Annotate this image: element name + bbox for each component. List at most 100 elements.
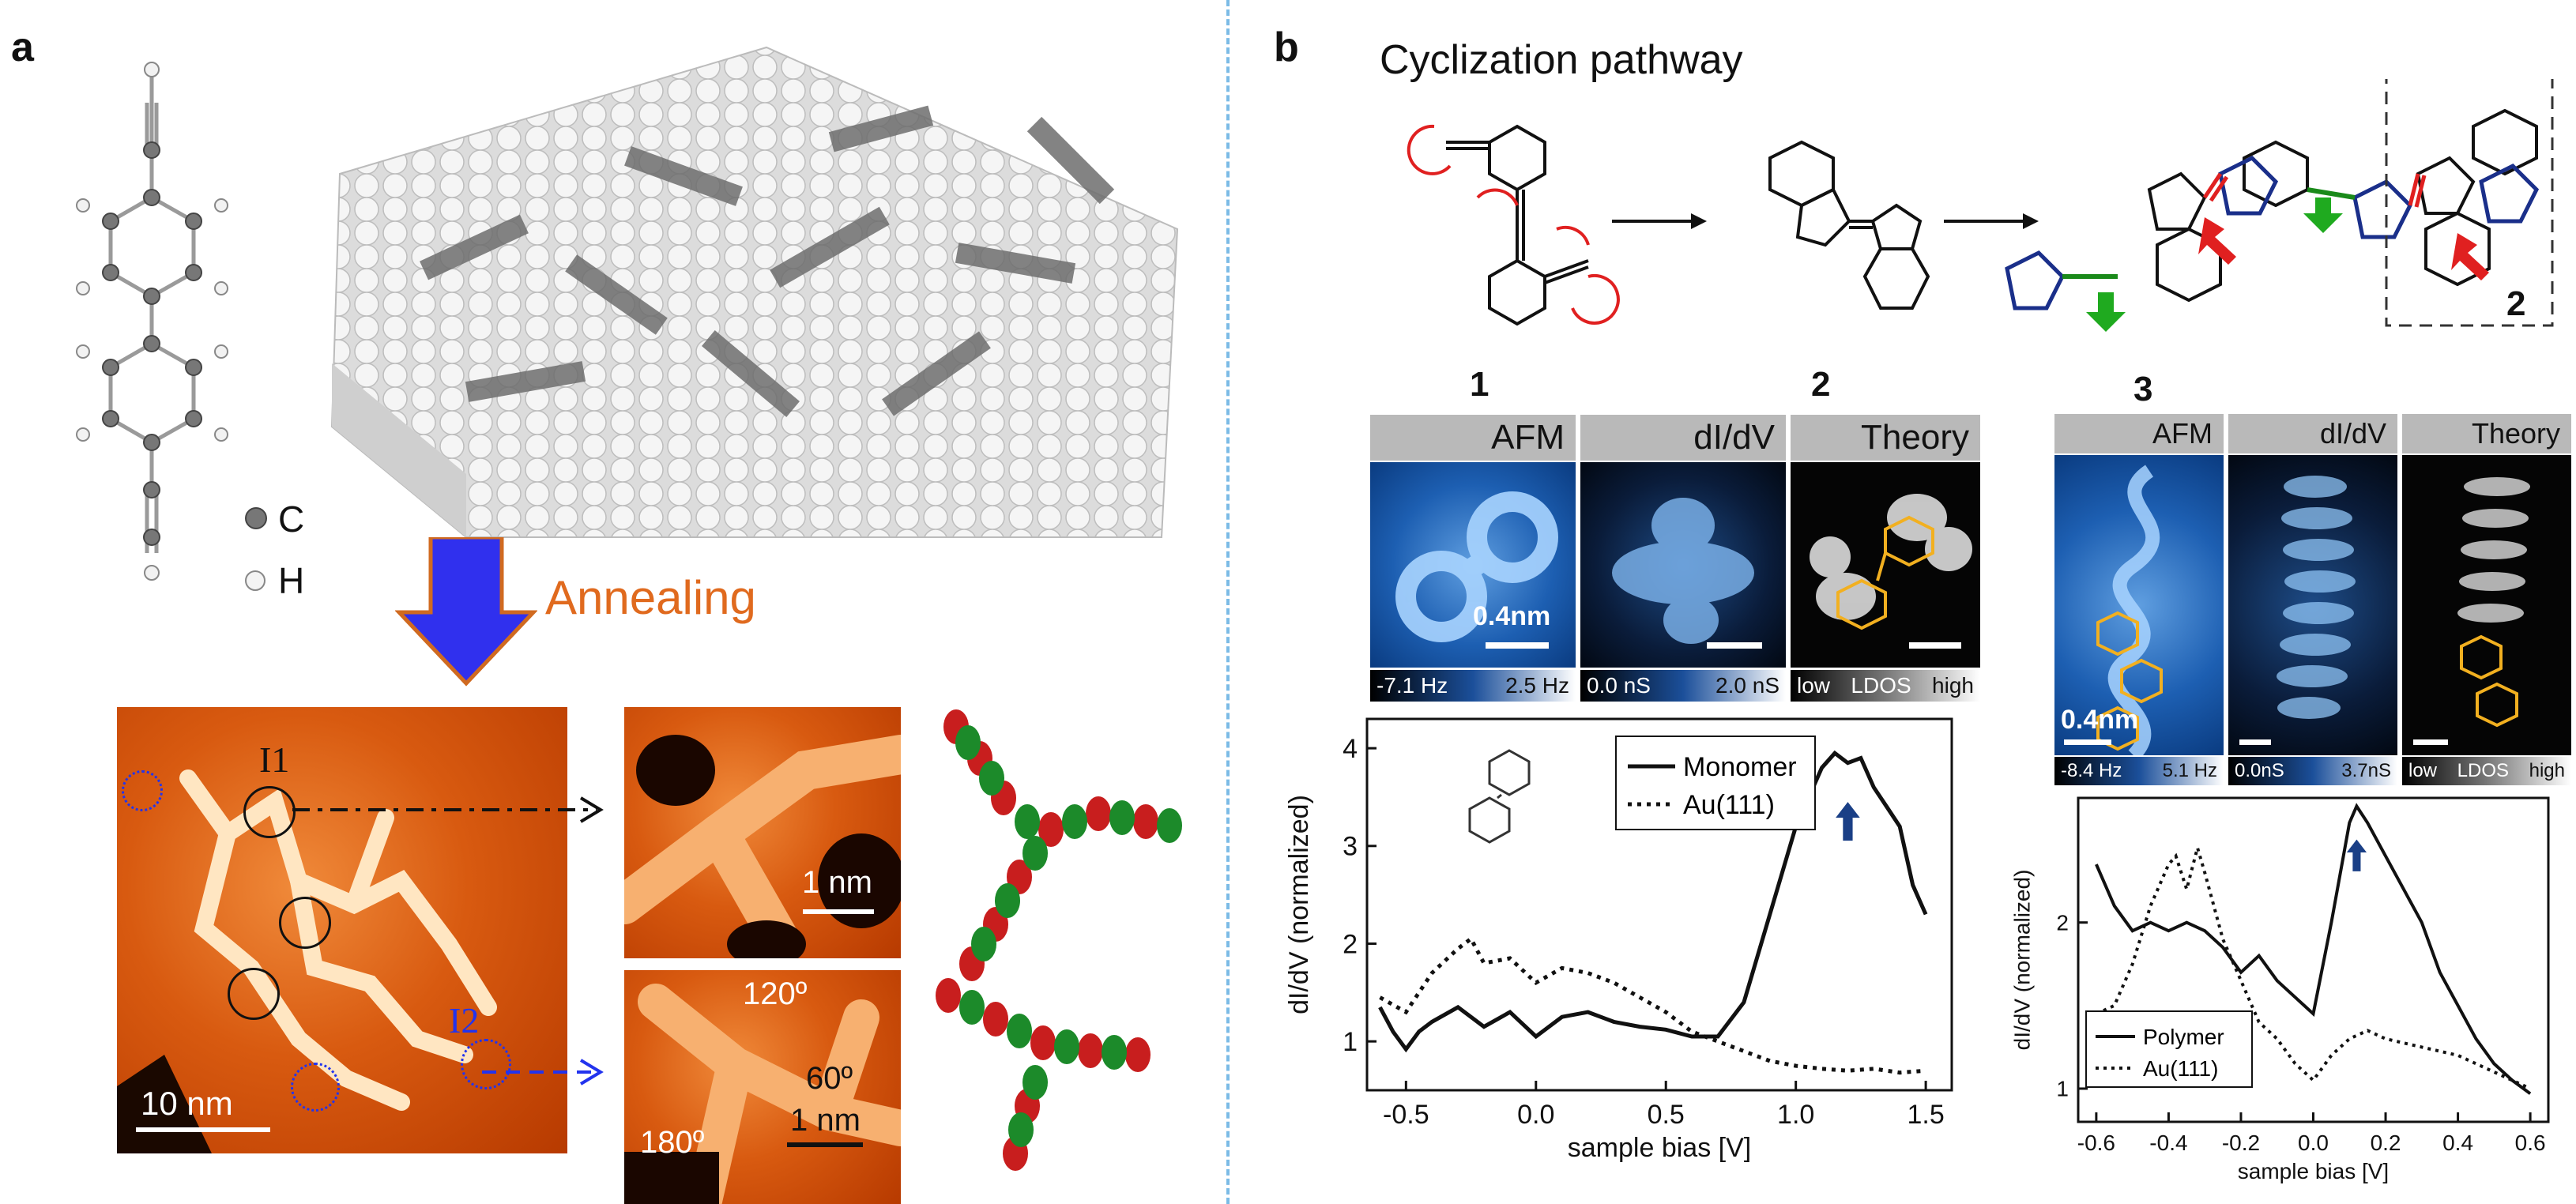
- compound-number-2: 2: [1811, 365, 1831, 404]
- cbar-mid: LDOS: [2457, 760, 2509, 781]
- colorbar-theory: low LDOS high: [1791, 670, 1980, 702]
- didv-polymer-image: [2228, 455, 2397, 755]
- x-tick-label: -0.4: [2149, 1131, 2187, 1155]
- peak-up-arrow-icon: [1836, 802, 1860, 841]
- x-tick-label: 0.6: [2515, 1131, 2546, 1155]
- box-compound-label: 2: [2506, 284, 2526, 323]
- header-didv: dI/dV: [2228, 414, 2397, 453]
- label-i2: I2: [449, 1000, 480, 1040]
- cbar-max: 2.5 Hz: [1505, 673, 1569, 698]
- scale-label: 1 nm: [802, 865, 872, 900]
- y-axis-label: dI/dV (normalized): [2009, 870, 2034, 1051]
- colorbar-didv: 0.0 nS 2.0 nS: [1580, 670, 1786, 702]
- colorbar-didv: 0.0nS 3.7nS: [2228, 757, 2397, 785]
- hydrogen-atom-icon: [245, 570, 266, 591]
- legend-polymer: Polymer: [2143, 1025, 2224, 1049]
- connector-arrows: [292, 796, 604, 1085]
- x-axis-label: sample bias [V]: [2238, 1159, 2389, 1183]
- plot-frame: [1365, 717, 1953, 1092]
- scale-label: 1 nm: [790, 1103, 861, 1138]
- stm-zoom-top: 1 nm: [624, 707, 901, 958]
- cbar-high: high: [1932, 673, 1974, 698]
- cbar-max: 2.0 nS: [1715, 673, 1779, 698]
- cbar-max: 3.7nS: [2341, 760, 2391, 781]
- y-tick-label: 2: [1343, 929, 1358, 959]
- angle-60: 60º: [806, 1061, 853, 1096]
- panel-letter-b: b: [1274, 24, 1299, 70]
- circle-marker-icon: [243, 786, 296, 838]
- scale-label: 10 nm: [141, 1085, 233, 1122]
- compound-number-1: 1: [1470, 365, 1489, 404]
- y-tick-label: 1: [1343, 1027, 1358, 1057]
- scale-bar: [2064, 739, 2111, 745]
- x-tick-label: 0.0: [2298, 1131, 2329, 1155]
- peak-up-arrow-icon: [2346, 839, 2367, 871]
- y-tick-label: 3: [1343, 832, 1358, 862]
- stm-large-image: I1 I2 10 nm: [117, 707, 567, 1153]
- reaction-scheme: [1407, 79, 2554, 332]
- legend-au111: Au(111): [2143, 1056, 2218, 1081]
- series-monomer-line: [1378, 750, 1928, 1053]
- scale-bar: [2413, 739, 2448, 745]
- y-tick-label: 4: [1343, 734, 1358, 764]
- legend-c: C: [278, 499, 305, 540]
- cbar-low: low: [1797, 673, 1831, 698]
- x-tick-label: 0.4: [2442, 1131, 2473, 1155]
- compound-number-3: 3: [2133, 370, 2153, 408]
- x-tick-label: -0.2: [2222, 1131, 2260, 1155]
- header-didv: dI/dV: [1580, 415, 1786, 461]
- x-tick-label: -0.5: [1383, 1100, 1429, 1130]
- orbital-illustrations: [936, 709, 1182, 1171]
- y-tick-label: 1: [2056, 1077, 2069, 1101]
- molecule-diagram: [76, 62, 228, 581]
- scale-bar: [803, 909, 874, 914]
- y-tick-label: 2: [2056, 910, 2069, 935]
- carbon-atom-icon: [245, 507, 267, 529]
- theory-image: [1791, 462, 1980, 668]
- panel-letter-a: a: [11, 24, 34, 70]
- cbar-mid: LDOS: [1851, 673, 1911, 698]
- theory-polymer-image: [2402, 455, 2571, 755]
- annealing-down-arrow-icon: [395, 537, 537, 687]
- y-axis-label: dI/dV (normalized): [1284, 795, 1314, 1014]
- circle-marker-icon: [279, 897, 331, 949]
- cbar-min: -8.4 Hz: [2061, 760, 2122, 781]
- circle-marker-icon: [122, 770, 163, 811]
- colorbar-afm: -8.4 Hz 5.1 Hz: [2054, 757, 2224, 785]
- x-tick-label: -0.6: [2077, 1131, 2115, 1155]
- header-afm: AFM: [2054, 414, 2224, 453]
- legend-h: H: [278, 560, 305, 601]
- legend-box: [1615, 736, 1816, 830]
- angle-120: 120º: [743, 976, 808, 1011]
- cbar-low: low: [2408, 760, 2438, 781]
- scale-bar: [1707, 642, 1762, 649]
- x-tick-label: 1.0: [1777, 1100, 1814, 1130]
- angle-180: 180º: [640, 1125, 705, 1160]
- cbar-high: high: [2529, 760, 2565, 781]
- circle-marker-icon: [461, 1039, 511, 1089]
- scale-label: 0.4nm: [2061, 705, 2139, 735]
- y-ticks: 12: [2056, 910, 2088, 1101]
- header-theory: Theory: [2402, 414, 2571, 453]
- scale-bar: [1909, 642, 1961, 649]
- series-au111-line: [2096, 841, 2531, 1090]
- label-i1: I1: [259, 739, 290, 780]
- cbar-max: 5.1 Hz: [2162, 760, 2217, 781]
- scale-bar: [136, 1127, 270, 1132]
- inset-molecule-icon: [1468, 749, 1531, 844]
- x-tick-label: 0.2: [2371, 1131, 2401, 1155]
- header-afm: AFM: [1370, 415, 1576, 461]
- scale-bar: [787, 1142, 863, 1147]
- circle-marker-icon: [291, 1063, 340, 1112]
- scale-bar: [2239, 739, 2271, 745]
- stm-zoom-bottom: 120º 180º 60º 1 nm: [624, 970, 901, 1204]
- cbar-min: 0.0 nS: [1587, 673, 1651, 698]
- y-ticks: 1 2 3 4: [1343, 734, 1377, 1057]
- series-polymer-line: [2095, 803, 2532, 1095]
- cbar-min: 0.0nS: [2235, 760, 2284, 781]
- x-ticks: -0.6 -0.4 -0.2 0.0 0.2 0.4 0.6: [2077, 1112, 2546, 1155]
- legend-box: [2085, 1010, 2253, 1088]
- legend-monomer: Monomer: [1683, 752, 1797, 782]
